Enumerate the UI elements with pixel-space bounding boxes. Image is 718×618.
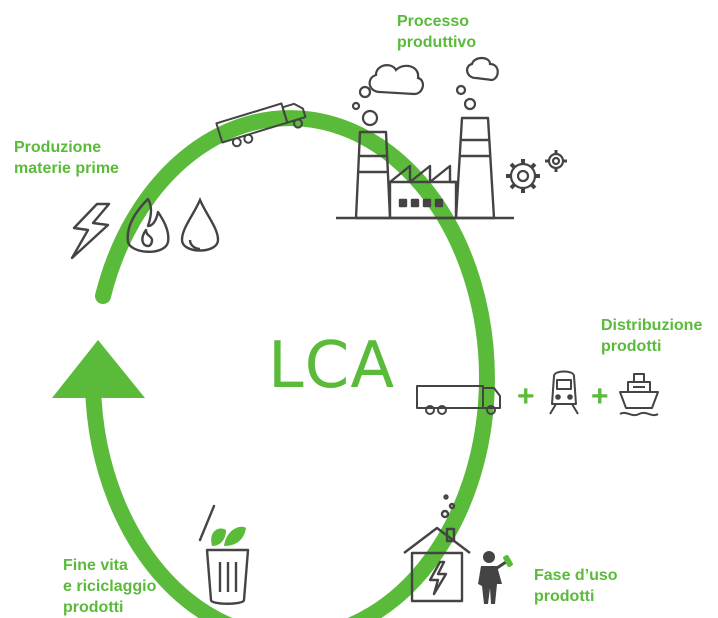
cycle-ring [85,110,495,618]
person-icon [478,551,513,604]
drop-icon [180,197,220,252]
stage-distribution-label: Distribuzione prodotti [601,317,703,355]
cycle-arrow-head [52,340,145,398]
cloud-icon [351,56,499,127]
distribution-plus-1: + [517,380,535,413]
truck-icon [416,385,501,415]
gears-icon [506,150,567,193]
stage-use-label: Fase d’uso prodotti [534,567,618,605]
distribution-plus-2: + [591,380,609,413]
train-icon [549,370,579,415]
ship-icon [619,373,659,417]
bin-leaves [211,526,246,546]
factory-icon [336,116,514,220]
stage-end-of-life-label: Fine vita e riciclaggio prodotti [63,557,157,616]
flame-icon [126,197,170,253]
house-icon [403,494,471,603]
lightning-icon [70,202,111,260]
stage-production-label: Processo produttivo [397,13,477,51]
truck-icon [215,102,307,148]
stage-raw-materials-label: Produzione materie prime [14,139,119,177]
lca-center-label: LCA [268,329,396,403]
recycle-bin-icon [198,504,250,605]
